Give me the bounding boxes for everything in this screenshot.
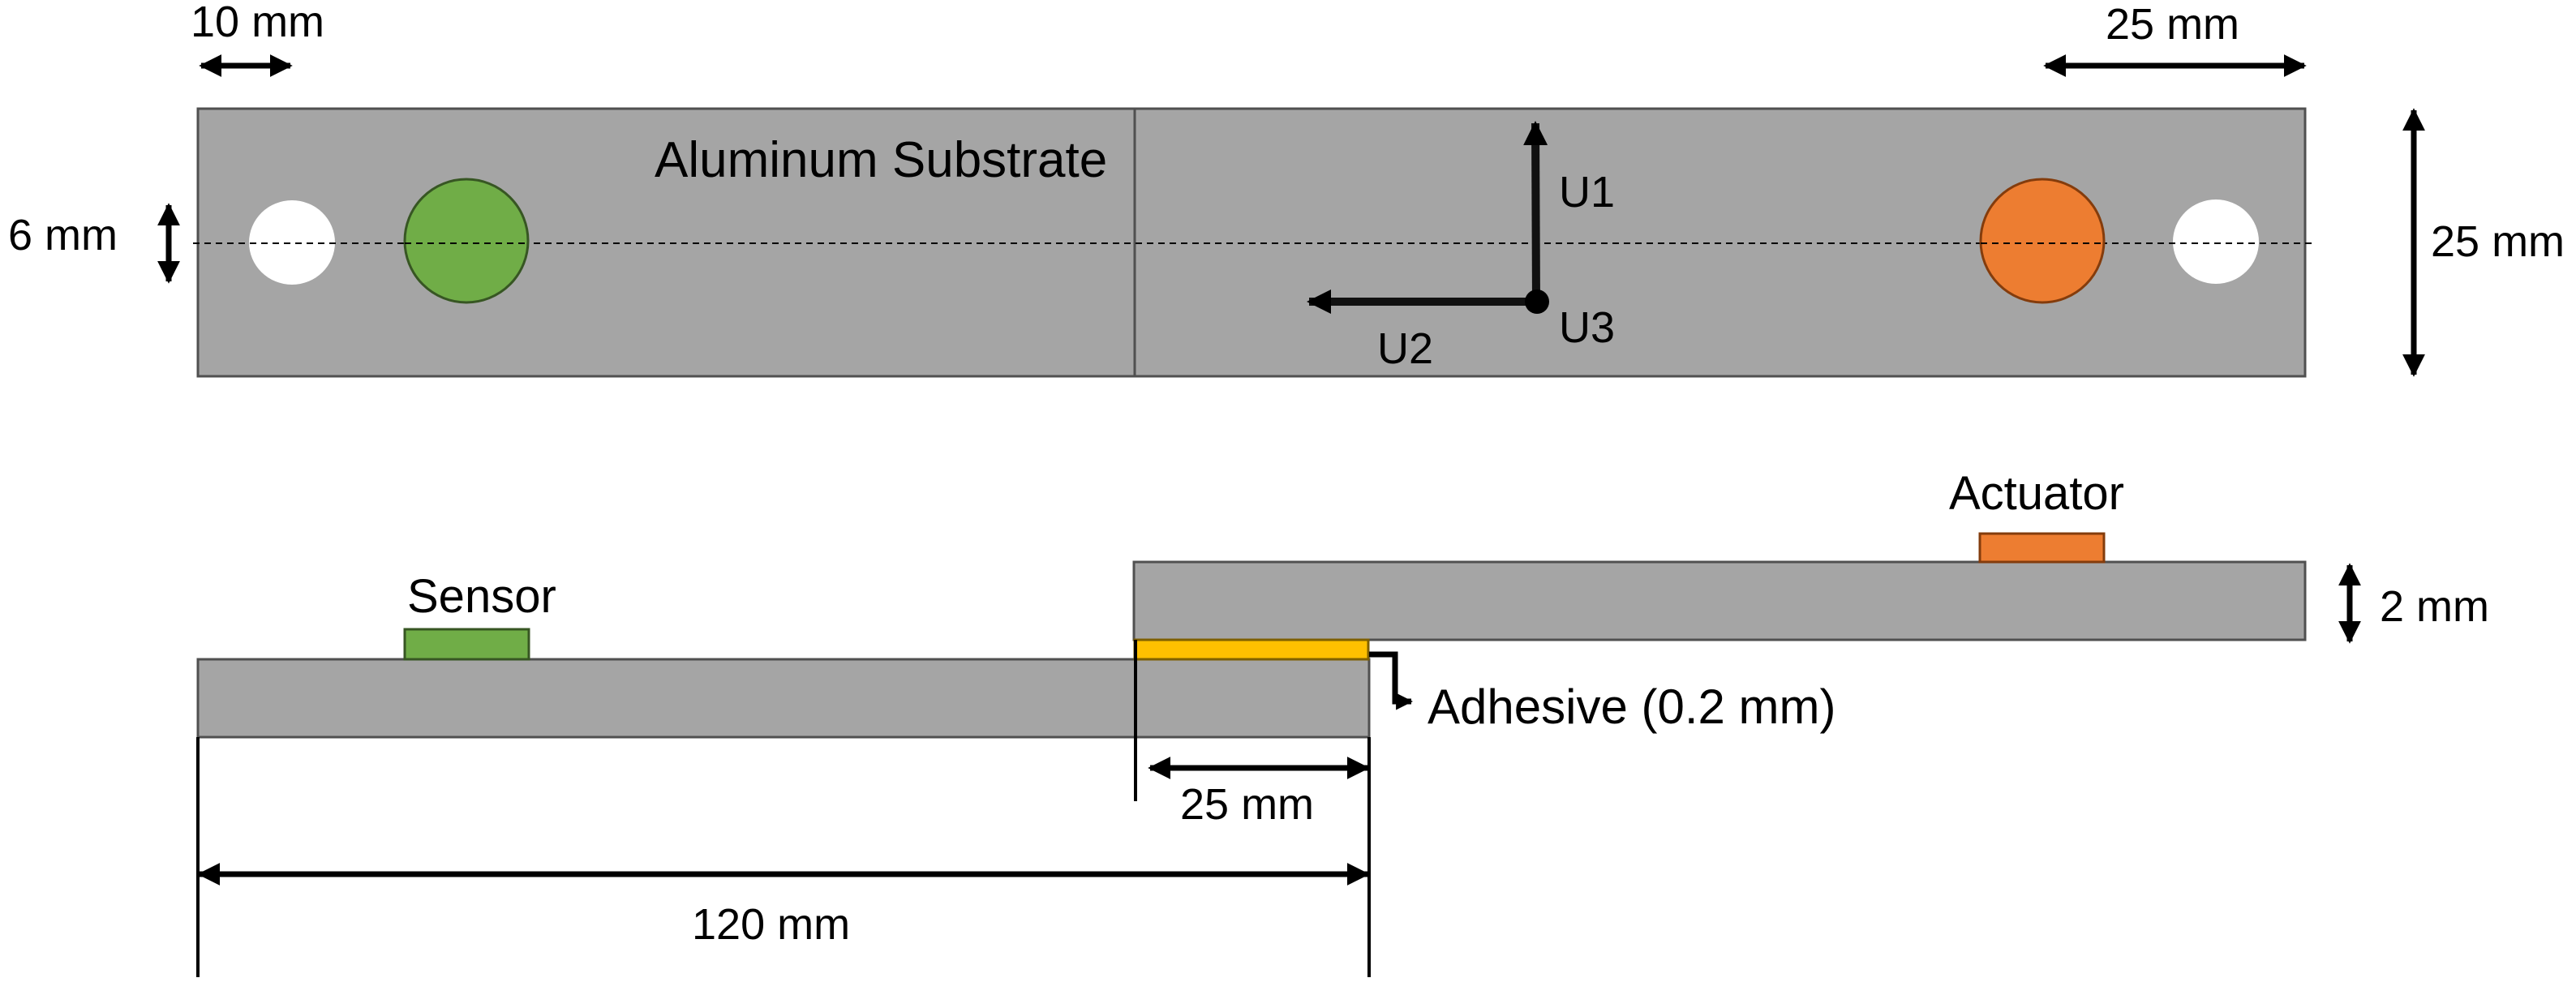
dim-hole-offset: 10 mm: [191, 0, 324, 77]
dim-overlap-width-top-label: 25 mm: [2106, 0, 2239, 49]
axis-u3-dot-icon: [1525, 289, 1549, 314]
axis-u1-label: U1: [1559, 168, 1615, 217]
axis-u3-label: U3: [1559, 303, 1615, 352]
coordinate-axes: U1 U2 U3: [1307, 121, 1615, 373]
axis-u1-arrow-icon: [1523, 121, 1548, 302]
adhesive-callout: Adhesive (0.2 mm): [1369, 651, 1836, 734]
dim-overlap-length-label: 25 mm: [1180, 780, 1314, 829]
top-view: 10 mm 25 mm Aluminum Substrate U1: [8, 0, 2565, 378]
adhesive-layer: [1133, 638, 1370, 661]
actuator-patch: [1978, 532, 2106, 564]
dim-hole-offset-label: 10 mm: [191, 0, 324, 46]
adhesive-label: Adhesive (0.2 mm): [1428, 680, 1836, 734]
upper-substrate-side: [1132, 560, 2307, 641]
dim-thickness-label: 2 mm: [2380, 582, 2489, 631]
dim-plate-length: 120 mm: [197, 863, 1370, 949]
lower-substrate-side: [196, 658, 1371, 739]
actuator-disc: [1979, 178, 2106, 304]
substrate-label: Aluminum Substrate: [655, 132, 1107, 188]
dim-hole-diameter-label: 6 mm: [8, 211, 118, 259]
dim-plate-width: 25 mm: [2402, 108, 2565, 377]
dim-thickness: 2 mm: [2338, 563, 2489, 644]
axis-u2-label: U2: [1377, 324, 1433, 373]
bolt-hole-left: [249, 200, 335, 285]
actuator-label: Actuator: [1949, 467, 2124, 520]
dim-plate-width-label: 25 mm: [2431, 217, 2565, 266]
dim-overlap-length: 25 mm: [1148, 757, 1370, 829]
dim-plate-length-label: 120 mm: [692, 900, 850, 949]
dim-overlap-width-top: 25 mm: [2043, 0, 2307, 77]
sensor-disc: [403, 178, 530, 304]
dim-hole-diameter: 6 mm: [8, 203, 180, 284]
sensor-label: Sensor: [407, 570, 556, 623]
sensor-patch: [403, 628, 530, 661]
side-view: Sensor Actuator 2 mm Adhesive (0.2 mm) 2…: [196, 467, 2489, 977]
leader-arrow-icon: [1369, 651, 1414, 710]
bolt-hole-right: [2173, 199, 2259, 284]
